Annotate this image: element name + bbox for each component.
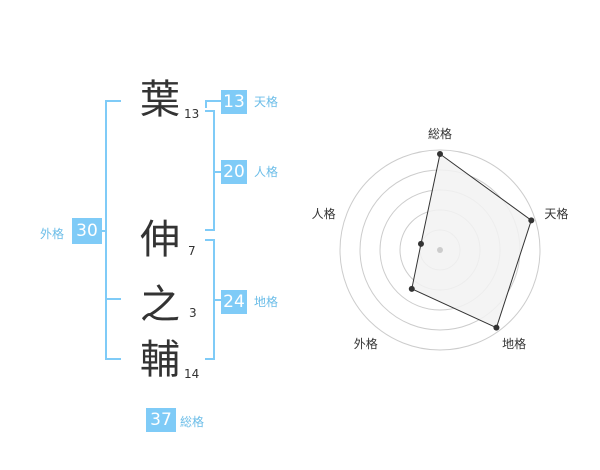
radar-data-point [493,324,500,331]
gaikaku-badge: 30 [72,218,102,244]
jinkaku-label: 人格 [254,165,279,179]
gaikaku-bracket-mid [105,298,121,300]
radar-axis-label: 地格 [502,336,526,351]
radar-series-area [411,153,532,329]
name-char-1: 葉 [140,77,180,123]
stroke-count-1: 13 [184,107,200,121]
jinkaku-badge: 20 [221,160,247,184]
gaikaku-bracket-vertical [105,100,107,360]
jinkaku-bracket-vertical [213,110,215,231]
radar-data-point [417,240,424,247]
radar-data-point [408,285,415,292]
tenkaku-connector-tick [205,100,207,108]
gaikaku-bracket-link [102,230,105,232]
tenkaku-connector [205,100,221,102]
radar-axis-label: 総格 [428,126,452,141]
chikaku-bracket-top [205,239,215,241]
soukaku-badge: 37 [146,408,176,432]
radar-center-dot [437,247,443,253]
gaikaku-bracket-top [105,100,121,102]
name-char-4: 輔 [140,337,180,383]
tenkaku-label: 天格 [254,95,279,109]
stroke-count-4: 14 [184,367,200,381]
chikaku-bracket-link [215,299,221,301]
radar-axis-label: 天格 [544,206,568,221]
jinkaku-bracket-bottom [205,229,215,231]
chikaku-label: 地格 [254,295,279,309]
tenkaku-badge: 13 [221,90,247,114]
jinkaku-bracket-link [215,171,221,173]
gaikaku-label: 外格 [40,227,65,241]
radar-axis-label: 外格 [354,336,378,351]
stroke-count-2: 7 [188,244,196,258]
radar-data-point [528,217,535,224]
radar-axis-label: 人格 [312,206,336,221]
gaikaku-bracket-bottom [105,358,121,360]
jinkaku-bracket-top [205,110,215,112]
chikaku-bracket-vertical [213,239,215,360]
name-char-2: 伸 [140,217,180,263]
name-char-3: 之 [140,282,180,328]
chikaku-bracket-bottom [205,358,215,360]
radar-grid-ring [339,149,541,351]
chikaku-badge: 24 [221,290,247,314]
stroke-count-3: 3 [189,306,197,320]
soukaku-label: 総格 [180,415,205,429]
radar-data-point [437,151,443,157]
